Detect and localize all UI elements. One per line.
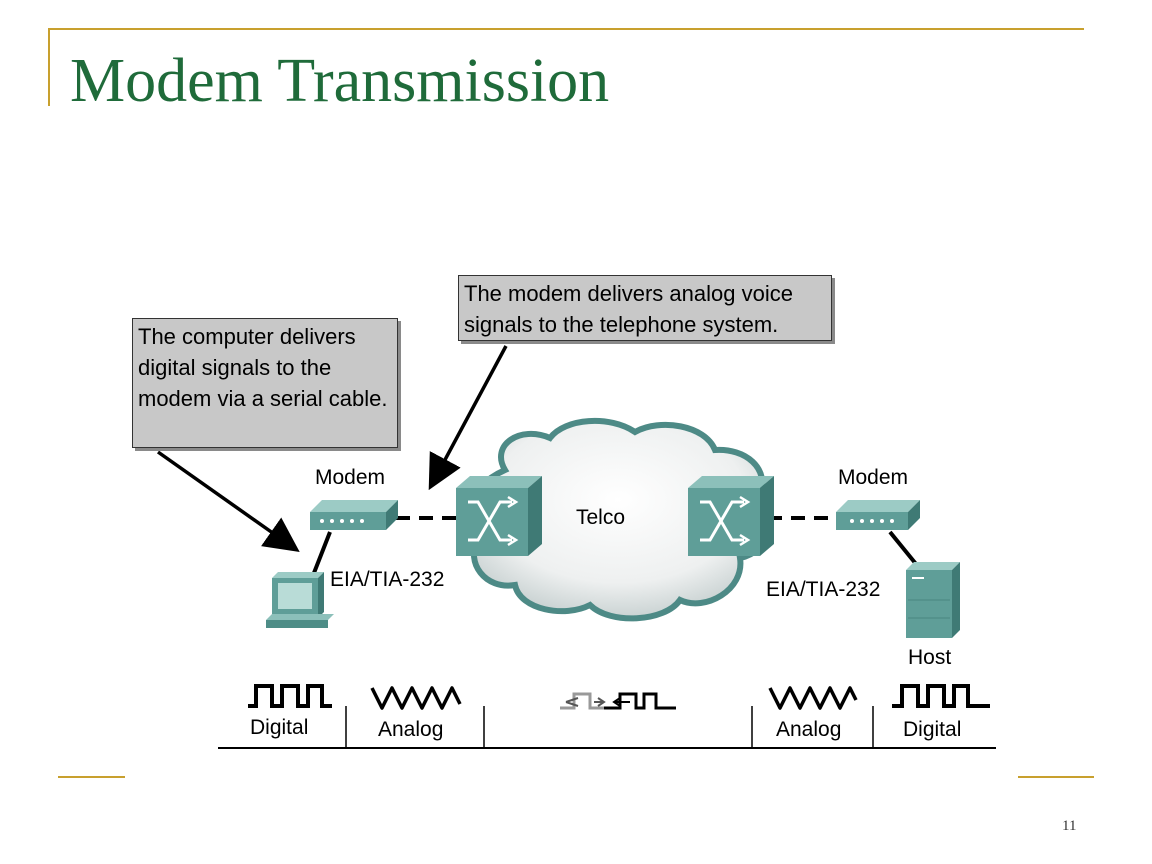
page-number: 11 <box>1062 818 1077 834</box>
host-server-icon <box>906 562 960 638</box>
digital-wave-icon <box>248 684 332 708</box>
left-modem-label: Modem <box>315 466 386 489</box>
computer-icon <box>266 572 334 628</box>
left-modem-icon <box>310 500 398 530</box>
right-modem-label: Modem <box>838 466 909 489</box>
right-cable-label: EIA/TIA-232 <box>766 578 881 601</box>
telco-cloud <box>462 417 774 622</box>
computer-callout: The computer delivers digital signals to… <box>132 318 398 448</box>
telco-cloud-label: Telco <box>576 506 626 529</box>
slide-title: Modem Transmission <box>70 47 610 115</box>
top-border-line <box>48 28 1084 30</box>
digital-wave-icon <box>892 684 990 708</box>
signal-label-digital-right: Digital <box>903 718 962 741</box>
signal-label-analog-right: Analog <box>776 718 842 741</box>
right-switch-icon <box>688 476 774 556</box>
mixed-signal-icon <box>560 692 676 710</box>
analog-wave-icon <box>370 686 462 710</box>
signal-bar <box>218 684 996 749</box>
signal-label-analog-left: Analog <box>378 718 444 741</box>
bottom-right-line <box>1018 776 1094 778</box>
modem-callout-arrow <box>428 345 508 491</box>
left-serial-cable <box>310 531 332 579</box>
signal-label-digital-left: Digital <box>250 716 309 739</box>
computer-callout-arrow <box>156 450 300 553</box>
analog-wave-icon <box>768 686 858 710</box>
bottom-left-line <box>58 776 125 778</box>
right-serial-cable <box>888 530 918 566</box>
left-switch-icon <box>456 476 542 556</box>
left-cable-label: EIA/TIA-232 <box>330 568 445 591</box>
right-modem-icon <box>836 500 920 530</box>
modem-callout: The modem delivers analog voice signals … <box>458 275 832 341</box>
left-border-line <box>48 28 50 106</box>
host-label: Host <box>908 646 952 669</box>
